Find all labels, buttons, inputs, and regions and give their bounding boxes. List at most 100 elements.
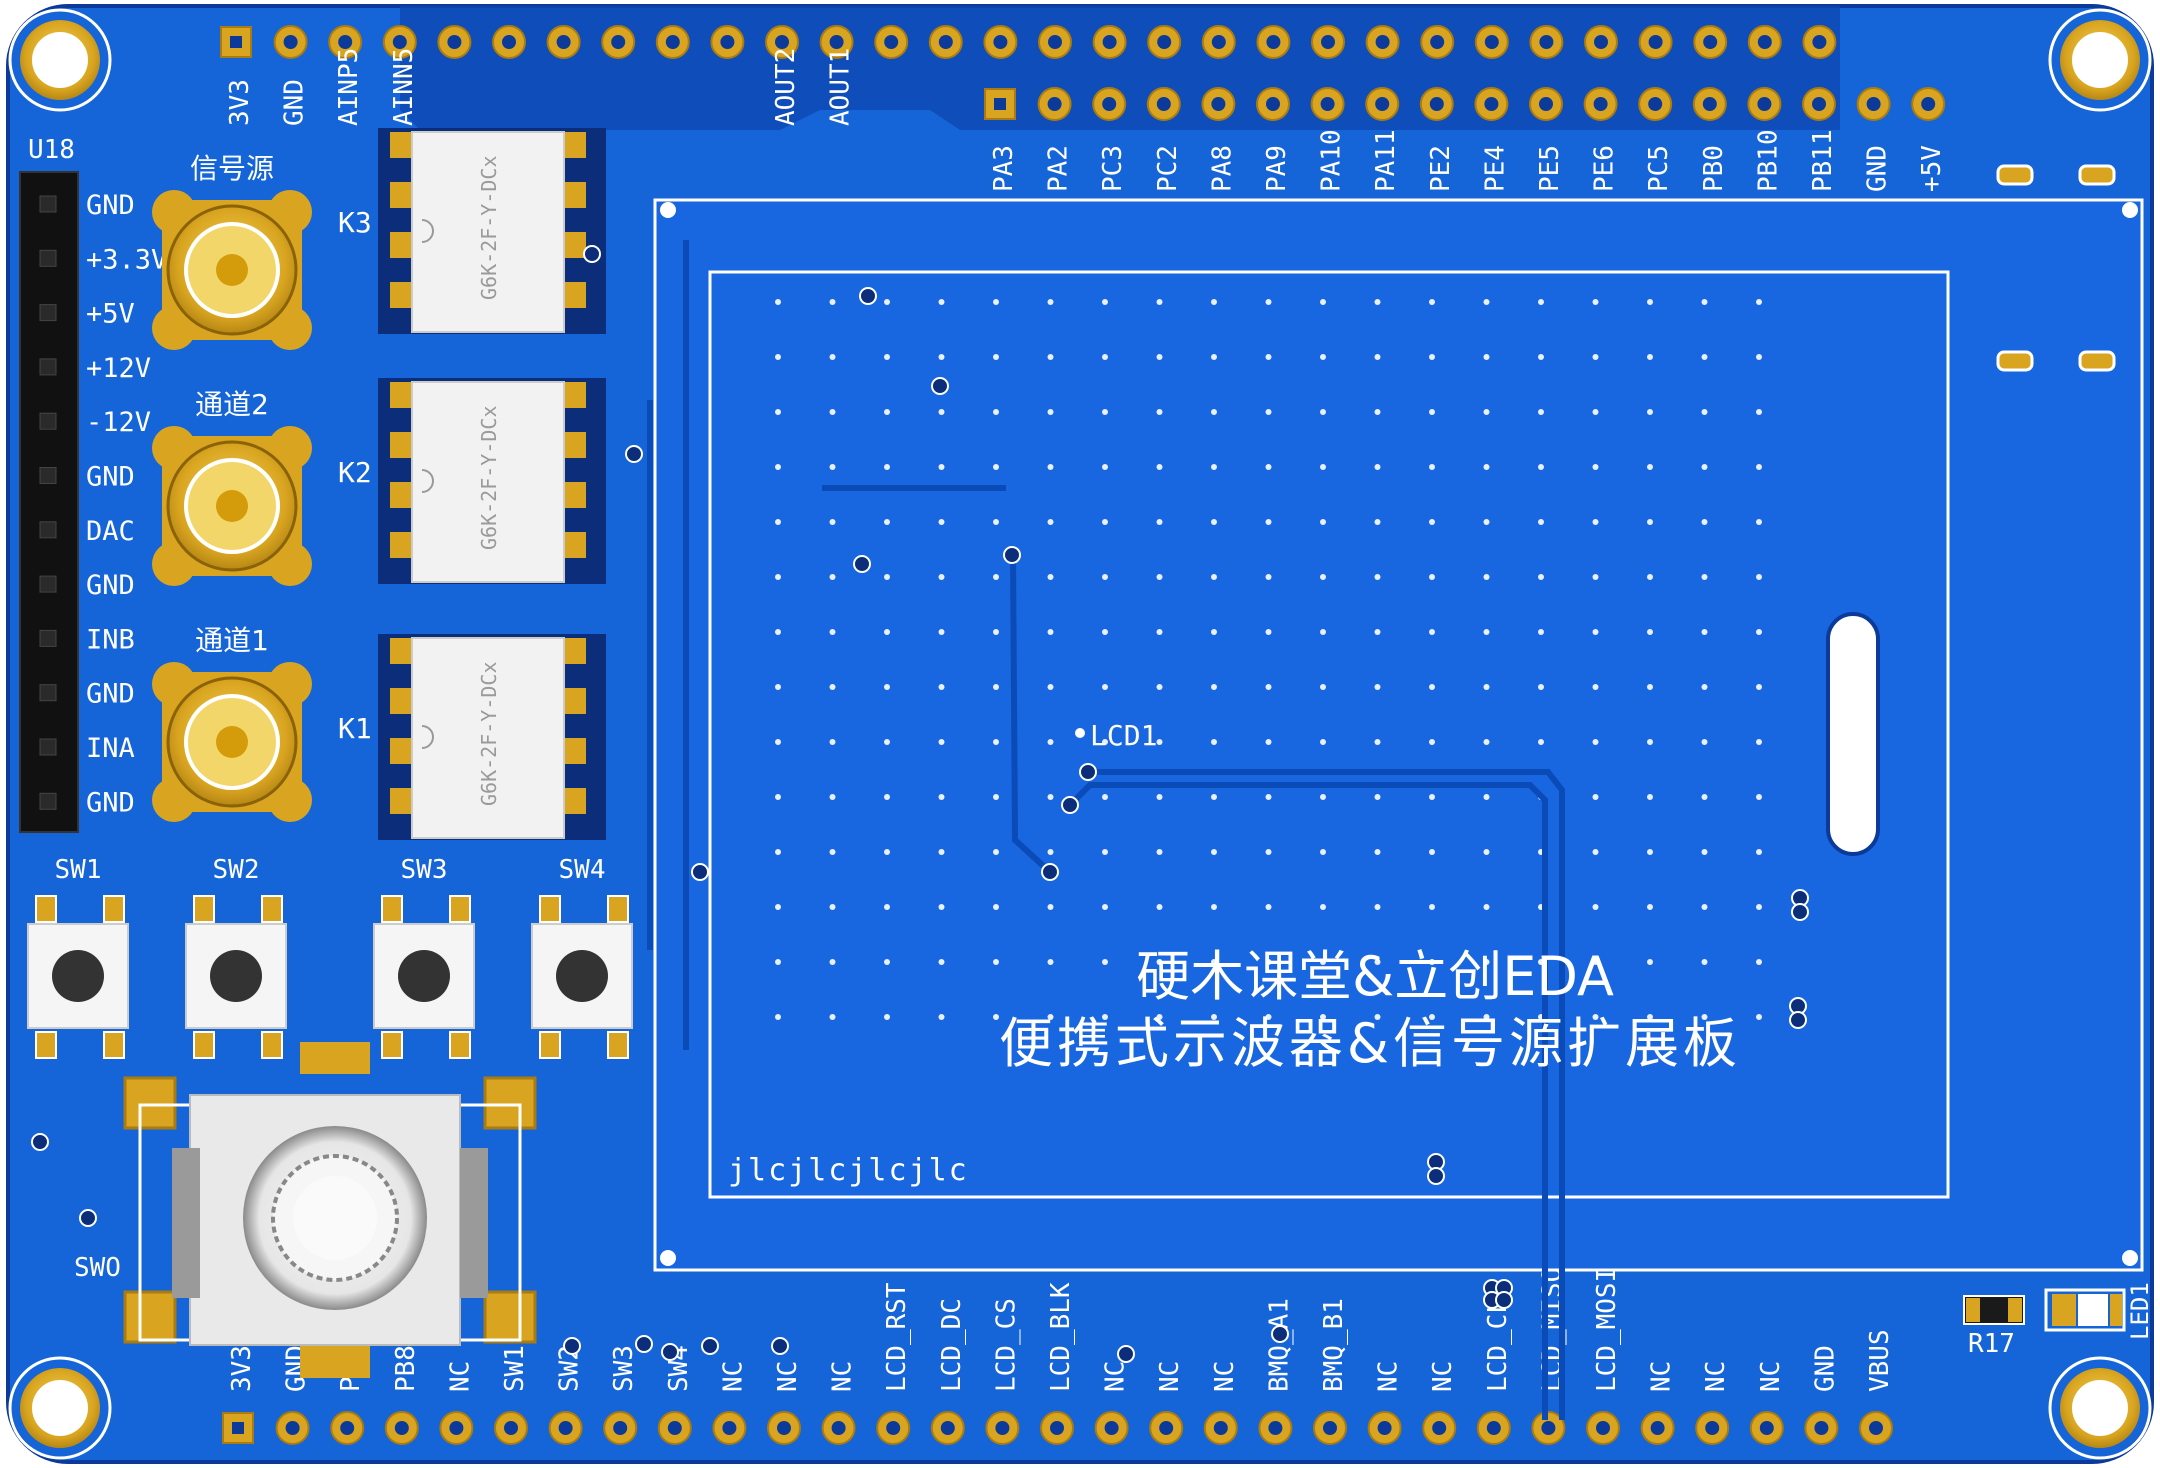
top-header-label: AOUT1 <box>826 48 856 126</box>
lcd-module <box>653 198 2144 1272</box>
top-header-inner-label: GND <box>1863 145 1893 192</box>
top-header-inner-label: PA3 <box>989 145 1019 192</box>
vias <box>31 245 1809 1363</box>
bottom-header-label: LCD_DC <box>937 1298 967 1392</box>
sma-label: 通道2 <box>195 388 269 421</box>
rotary-encoder <box>123 1042 537 1378</box>
switch-label: SW3 <box>401 855 448 885</box>
bottom-header-label: NC <box>828 1361 858 1392</box>
bottom-header-label: GND <box>1810 1345 1840 1392</box>
bottom-header-label: SW3 <box>609 1345 639 1392</box>
switch-label: SW2 <box>213 855 260 885</box>
board-title-line2: 便携式示波器&信号源扩展板 <box>999 1012 1741 1075</box>
bottom-header-label: BMQ_A1 <box>1264 1298 1294 1392</box>
bottom-header-label: NC <box>1374 1361 1404 1392</box>
top-header-inner-label: PC3 <box>1098 145 1128 192</box>
bottom-header-label: LCD_CS <box>991 1298 1021 1392</box>
sma-connector: 通道1 <box>152 624 312 822</box>
top-header-inner-label: PE6 <box>1590 145 1620 192</box>
lcd1-marker <box>1075 728 1085 738</box>
top-header-inner-label: PC2 <box>1153 145 1183 192</box>
mounting-hole <box>8 1356 112 1460</box>
u18-pin-label: INA <box>86 733 135 764</box>
mounting-hole <box>8 8 112 112</box>
smd-pads-right <box>1996 164 2116 372</box>
top-header-inner-label: PB11 <box>1808 129 1838 192</box>
bottom-header-label: SW1 <box>500 1345 530 1392</box>
top-header-inner-label: PC5 <box>1644 145 1674 192</box>
top-header-inner-label: PA9 <box>1262 145 1292 192</box>
u18-pin-label: GND <box>86 462 135 493</box>
relay-k3: G6K-2F-Y-DCx <box>378 128 606 334</box>
u18-pin-label: +3.3V <box>86 244 167 275</box>
top-header-inner-label: PA10 <box>1317 129 1347 192</box>
switch-label: SW4 <box>559 855 606 885</box>
lcd-traces <box>647 240 1565 1420</box>
bottom-header-label: NC <box>1756 1361 1786 1392</box>
top-header-label: AINP5 <box>334 48 364 126</box>
relay-k1: G6K-2F-Y-DCx <box>378 634 606 840</box>
top-header-inner-label: PB10 <box>1753 129 1783 192</box>
u18-pin-label: -12V <box>86 407 151 438</box>
top-header-inner-label: PA8 <box>1207 145 1237 192</box>
top-header-inner-label: PE5 <box>1535 145 1565 192</box>
bottom-header-label: LCD_BLK <box>1046 1282 1076 1392</box>
bottom-header-label: NC <box>1210 1361 1240 1392</box>
top-header-label: GND <box>280 79 310 126</box>
encoder-label: SWO <box>74 1253 121 1283</box>
switch-1: SW1 <box>27 855 129 1059</box>
u18-pin-label: GND <box>86 787 135 818</box>
u18-pin-label: DAC <box>86 516 135 547</box>
mounting-hole <box>2048 8 2152 112</box>
sma-label: 信号源 <box>190 152 274 185</box>
top-header-label: 3V3 <box>225 79 255 126</box>
bottom-header-label: NC <box>1155 1361 1185 1392</box>
u18-pin-label: +12V <box>86 353 151 384</box>
u18-pin-label: GND <box>86 190 135 221</box>
top-header-inner-label: PE2 <box>1426 145 1456 192</box>
u18-pin-label: +5V <box>86 299 135 330</box>
relay-part: G6K-2F-Y-DCx <box>477 156 501 301</box>
top-header-inner-label: PE4 <box>1480 145 1510 192</box>
top-header-inner-label: PA2 <box>1044 145 1074 192</box>
u18-pin-label: GND <box>86 679 135 710</box>
led1 <box>2044 1288 2126 1332</box>
relay-ref: K3 <box>338 206 372 239</box>
top-header-inner-label: PB0 <box>1699 145 1729 192</box>
bottom-header-label: VBUS <box>1865 1329 1895 1392</box>
relay-part: G6K-2F-Y-DCx <box>477 662 501 807</box>
u18-connector <box>19 171 79 833</box>
bottom-header-label: 3V3 <box>227 1345 257 1392</box>
bottom-header-label: NC <box>1428 1361 1458 1392</box>
top-header-inner-pin <box>984 88 1016 120</box>
bottom-header-label: NC <box>773 1361 803 1392</box>
switch-label: SW1 <box>55 855 102 885</box>
board-title-line1: 硬木课堂&立创EDA <box>1136 945 1614 1008</box>
u18-pin-label: INB <box>86 624 135 655</box>
top-header-label: AINN5 <box>389 48 419 126</box>
watermark: jlcjlcjlcjlc <box>728 1153 969 1188</box>
top-pin-header <box>220 25 1946 121</box>
bottom-header-label: BMQ_B1 <box>1319 1298 1349 1392</box>
bottom-header-label: NC <box>1101 1361 1131 1392</box>
mounting-hole <box>2048 1356 2152 1460</box>
top-header-label: AOUT2 <box>771 48 801 126</box>
bottom-header-label: NC <box>445 1361 475 1392</box>
bottom-header-labels: 3V3GNDPB9PB8NCSW1SW2SW3SW4NCNCNCLCD_RSTL… <box>227 1267 1895 1392</box>
top-header-inner-label: +5V <box>1917 145 1947 192</box>
u18-pin-label: GND <box>86 570 135 601</box>
switch-3: SW3 <box>373 855 475 1059</box>
relay-k2: G6K-2F-Y-DCx <box>378 378 606 584</box>
relay-ref: K2 <box>338 456 372 489</box>
r17-resistor <box>1963 1295 2025 1325</box>
bottom-header-label: LCD_MOSI <box>1592 1267 1622 1392</box>
switch-4: SW4 <box>531 855 633 1059</box>
top-header-inner-label: PA11 <box>1371 129 1401 192</box>
mounting-holes <box>8 8 2152 1460</box>
relay-ref: K1 <box>338 712 372 745</box>
bottom-header-label: NC <box>1701 1361 1731 1392</box>
u18-ref: U18 <box>28 135 75 165</box>
relays: G6K-2F-Y-DCxK3G6K-2F-Y-DCxK2G6K-2F-Y-DCx… <box>338 128 606 840</box>
